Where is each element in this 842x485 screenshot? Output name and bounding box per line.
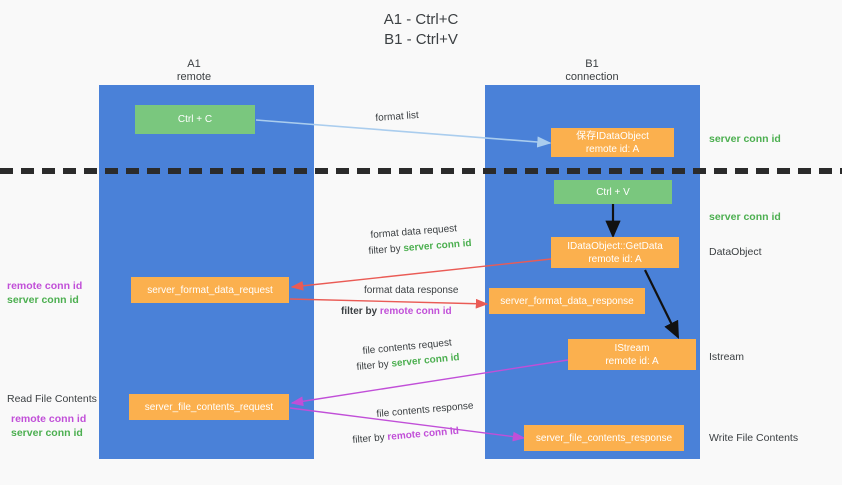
left-label-read-file-contents: Read File Contents — [7, 393, 97, 405]
node-server-format-data-request[interactable]: server_format_data_request — [131, 277, 289, 303]
left-label-format-remote: remote conn id — [7, 280, 83, 292]
node-save-idataobject-line2: remote id: A — [585, 143, 640, 155]
left-label-format-group: remote conn id server conn id — [7, 279, 82, 307]
column-a1-subtitle: remote — [176, 71, 212, 83]
node-ctrl-v[interactable]: Ctrl + V — [554, 180, 672, 204]
node-getdata-line2: remote id: A — [588, 253, 642, 265]
diagram-title: A1 - Ctrl+C B1 - Ctrl+V — [0, 10, 842, 50]
node-save-idataobject[interactable]: 保存IDataObject remote id: A — [551, 128, 674, 157]
node-server-format-data-response-label: server_format_data_response — [500, 295, 634, 307]
side-label-write-file-contents: Write File Contents — [709, 432, 799, 444]
left-label-file-group: remote conn id server conn id — [11, 412, 86, 440]
edge-label-file-contents-response-filter: filter by remote conn id — [352, 425, 460, 448]
column-header-a1: A1 remote — [129, 58, 259, 84]
filter-value: remote conn id — [386, 425, 460, 443]
edge-format-data-response — [289, 298, 489, 309]
filter-prefix: filter by — [352, 431, 388, 446]
left-label-format-server: server conn id — [7, 294, 79, 306]
node-server-file-contents-response[interactable]: server_file_contents_response — [524, 425, 684, 451]
title-line-2: B1 - Ctrl+V — [384, 31, 458, 48]
node-istream[interactable]: IStream remote id: A — [568, 339, 696, 370]
node-server-format-data-response[interactable]: server_format_data_response — [489, 288, 645, 314]
title-line-1: A1 - Ctrl+C — [383, 11, 459, 28]
edge-label-format-data-response: format data response — [364, 285, 459, 296]
filter-prefix: filter by — [356, 358, 393, 373]
side-label-server-conn-id-mid: server conn id — [709, 211, 781, 223]
edge-label-format-data-response-filter: filter by remote conn id — [341, 305, 452, 319]
edge-label-file-contents-response: file contents response — [376, 400, 474, 420]
phase-divider — [0, 168, 842, 174]
node-istream-line2: remote id: A — [605, 355, 659, 367]
filter-value: remote conn id — [379, 306, 452, 317]
node-getdata-line1: IDataObject::GetData — [567, 240, 663, 252]
left-label-file-server: server conn id — [11, 427, 83, 439]
node-ctrl-c[interactable]: Ctrl + C — [135, 105, 255, 134]
node-istream-line1: IStream — [614, 342, 650, 354]
node-server-format-data-request-label: server_format_data_request — [147, 284, 273, 296]
side-label-istream: Istream — [709, 351, 745, 363]
column-header-b1: B1 connection — [527, 58, 657, 84]
left-label-file-remote: remote conn id — [11, 413, 87, 425]
node-ctrl-v-label: Ctrl + V — [596, 186, 630, 198]
column-a1-name: A1 — [187, 58, 201, 70]
column-b1-subtitle: connection — [565, 71, 619, 83]
side-label-server-conn-id-top: server conn id — [709, 133, 781, 145]
side-label-dataobject: DataObject — [709, 246, 762, 258]
node-server-file-contents-request[interactable]: server_file_contents_request — [129, 394, 289, 420]
filter-prefix: filter by — [368, 243, 404, 257]
node-ctrl-c-label: Ctrl + C — [177, 114, 213, 125]
node-getdata[interactable]: IDataObject::GetData remote id: A — [551, 237, 679, 268]
node-server-file-contents-response-label: server_file_contents_response — [535, 432, 673, 444]
node-server-file-contents-request-label: server_file_contents_request — [144, 401, 274, 413]
column-b1-name: B1 — [585, 58, 599, 70]
edge-label-format-list: format list — [375, 109, 420, 124]
filter-prefix: filter by — [341, 306, 380, 317]
filter-value: server conn id — [402, 237, 472, 255]
node-save-idataobject-line1: 保存IDataObject — [576, 130, 649, 142]
